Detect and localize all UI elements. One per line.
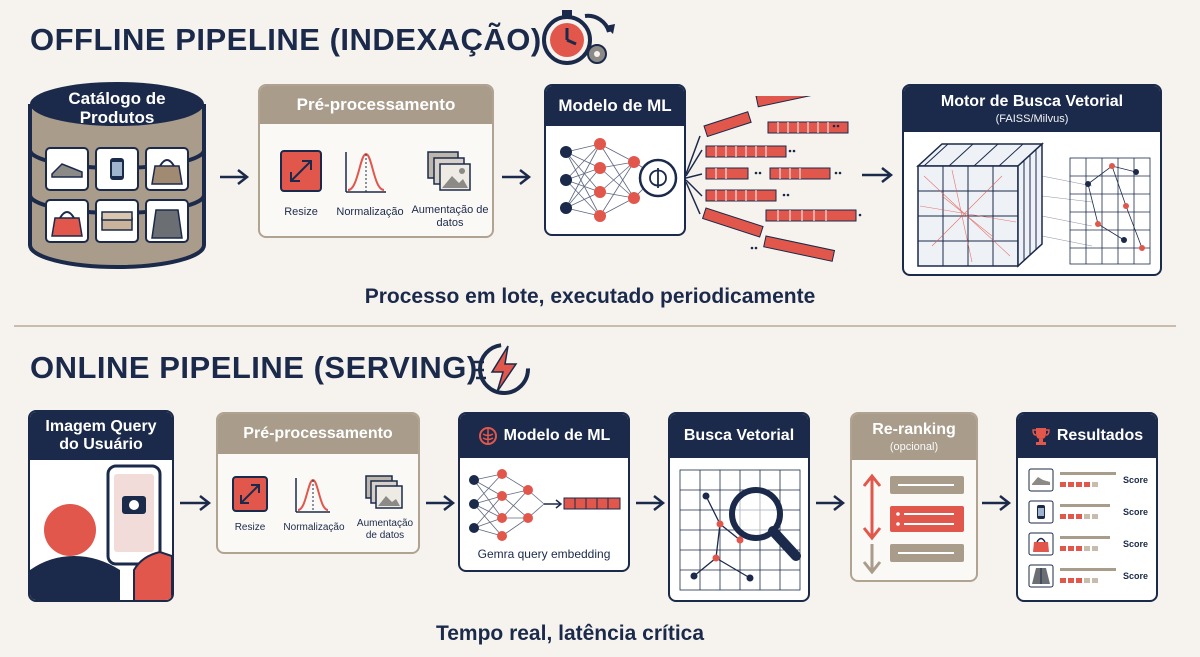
resize-icon [280, 150, 322, 192]
magnifier-graph-icon [676, 466, 804, 596]
offline-title: OFFLINE PIPELINE (INDEXAÇÃO) [30, 22, 542, 57]
online-preprocess-box: Pré-processamento Resize Normalização Au… [216, 412, 420, 554]
online-model-title: Modelo de ML [503, 427, 611, 445]
vector-search-box: Busca Vetorial [668, 412, 810, 602]
results-title: Resultados [1056, 427, 1144, 445]
resize-icon [232, 476, 268, 512]
result-row[interactable]: Score [1028, 466, 1148, 494]
offline-preprocess-title: Pré-processamento [260, 86, 492, 124]
neural-network-icon [464, 466, 628, 542]
online-model-box: Modelo de ML Gemra query embedding [458, 412, 630, 572]
arrow-query-to-preprocess [178, 494, 212, 512]
bell-curve-icon [294, 476, 332, 514]
offline-preprocess-box: Pré-processamento Resize Normalização Au… [258, 84, 494, 238]
vector-engine-title: Motor de Busca Vetorial [940, 93, 1124, 111]
arrow-preprocess-to-model [500, 168, 532, 186]
offline-step-augment: Aumentação de datos [411, 204, 489, 229]
embedding-vectors [686, 96, 862, 276]
timer-gear-icon [535, 4, 625, 70]
arrow-model-to-search [634, 494, 666, 512]
offline-model-box: Modelo de ML [544, 84, 686, 236]
result-rating [1060, 472, 1116, 487]
online-caption: Tempo real, latência crítica [435, 622, 705, 645]
rerank-subtitle: (opcional) [889, 440, 939, 453]
arrow-catalog-to-preprocess [218, 168, 250, 186]
handbag-icon [1028, 532, 1054, 556]
sneaker-icon [1028, 468, 1054, 492]
lightning-icon [470, 340, 532, 398]
arrow-preprocess-to-model [424, 494, 456, 512]
vector-engine-subtitle: (FAISS/Milvus) [995, 112, 1069, 125]
section-divider [14, 325, 1176, 327]
results-box: Resultados Score Score Score Score [1016, 412, 1158, 602]
result-row[interactable]: Score [1028, 562, 1148, 590]
neural-network-icon [552, 132, 684, 232]
image-stack-icon [426, 150, 472, 194]
catalog-database: Catálogo de Produtos [22, 80, 212, 270]
online-preprocess-title: Pré-processamento [218, 414, 418, 454]
vector-search-title: Busca Vetorial [670, 414, 808, 458]
arrow-search-to-rerank [814, 494, 846, 512]
rerank-list-icon [858, 472, 972, 574]
user-phone-camera-icon [30, 460, 172, 600]
rerank-box: Re-ranking (opcional) [850, 412, 978, 582]
result-rating [1060, 536, 1110, 551]
catalog-title: Catálogo de Produtos [68, 89, 166, 127]
arrow-embeddings-to-engine [860, 166, 894, 184]
trophy-icon [1031, 426, 1051, 446]
watch-icon [1028, 500, 1054, 524]
online-step-augment: Aumentação de datos [356, 518, 414, 541]
result-row[interactable]: Score [1028, 498, 1148, 526]
result-score-label: Score [1122, 475, 1148, 485]
vector-engine-box: Motor de Busca Vetorial (FAISS/Milvus) [902, 84, 1162, 276]
offline-model-title: Modelo de ML [546, 86, 684, 126]
online-title: ONLINE PIPELINE (SERVING) [30, 350, 478, 385]
online-model-caption: Gemra query embedding [477, 547, 611, 561]
online-step-resize: Resize [234, 522, 266, 533]
brain-icon [478, 426, 498, 446]
vector-index-cube-icon [912, 136, 1156, 270]
offline-step-resize: Resize [284, 206, 318, 218]
rerank-title: Re-ranking [872, 421, 956, 439]
query-title: Imagem Query do Usuário [30, 412, 172, 460]
result-rating [1060, 568, 1116, 583]
arrow-rerank-to-results [980, 494, 1012, 512]
result-score-label: Score [1122, 507, 1148, 517]
result-score-label: Score [1122, 571, 1148, 581]
bell-curve-icon [344, 150, 388, 194]
result-row[interactable]: Score [1028, 530, 1148, 558]
online-step-normalize: Normalização [283, 522, 345, 533]
offline-caption: Processo em lote, executado periodicamen… [364, 285, 816, 308]
jacket-icon [1028, 564, 1054, 588]
result-rating [1060, 504, 1110, 519]
image-stack-icon [364, 474, 404, 514]
query-image-box: Imagem Query do Usuário [28, 410, 174, 602]
offline-step-normalize: Normalização [336, 206, 404, 218]
result-score-label: Score [1122, 539, 1148, 549]
